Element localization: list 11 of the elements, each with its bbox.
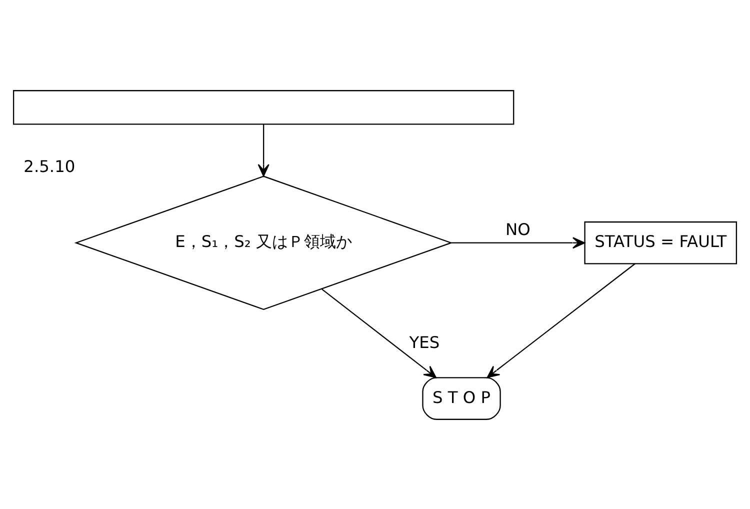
arrow xyxy=(451,236,586,248)
node-diamond: E，S₁，S₂ 又はＰ領域か xyxy=(74,175,453,310)
arrow xyxy=(486,262,636,378)
node-label: 2.5.10 xyxy=(24,156,76,176)
node-box xyxy=(12,90,514,124)
edge-label: YES xyxy=(409,332,440,352)
node-box: S T O P xyxy=(422,376,501,420)
arrow xyxy=(258,124,270,176)
arrow xyxy=(322,288,437,378)
node-box: STATUS = FAULT xyxy=(584,220,738,264)
edge-label: NO xyxy=(506,219,530,238)
